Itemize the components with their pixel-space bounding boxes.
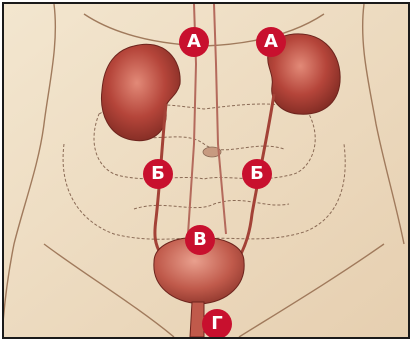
urinary-system-illustration xyxy=(4,4,408,337)
label-badge-ureter-right: Б xyxy=(242,159,272,189)
label-badge-ureter-left: Б xyxy=(143,159,173,189)
label-badge-bladder: В xyxy=(185,225,215,255)
label-badge-kidney-right: А xyxy=(256,27,286,57)
label-badge-urethra: Г xyxy=(202,309,232,339)
label-badge-kidney-left: А xyxy=(179,27,209,57)
